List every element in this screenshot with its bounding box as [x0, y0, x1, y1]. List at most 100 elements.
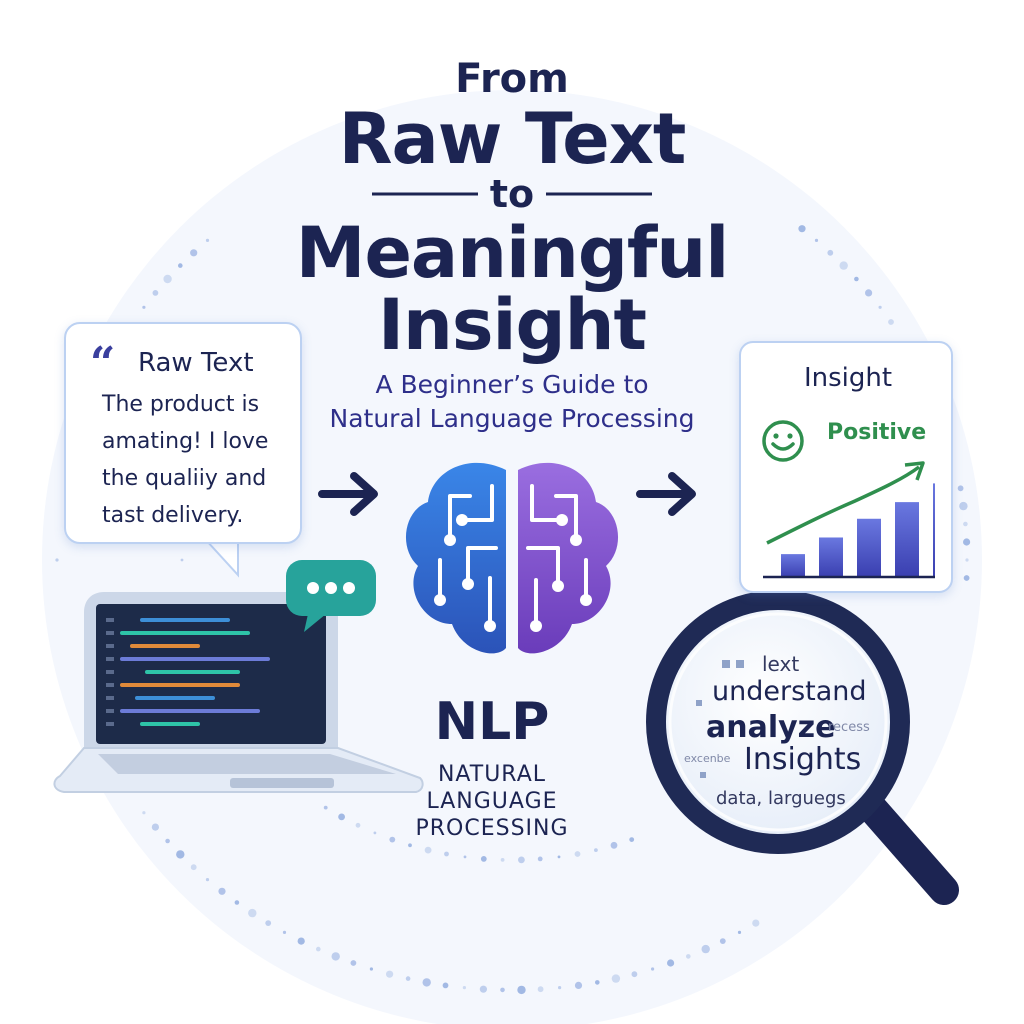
title-to: to [489, 172, 535, 216]
subtitle-line-2: Natural Language Processing [329, 404, 695, 433]
decorative-dot [595, 980, 600, 985]
title-insight: Insight [378, 284, 647, 366]
raw-text-title: Raw Text [138, 348, 254, 378]
raw-text-card: “ Raw Text The product is amating! I lov… [64, 322, 302, 544]
magnifier-word-excenbe: excenbe [684, 752, 731, 765]
title-raw-text: Raw Text [338, 98, 687, 180]
decorative-dot [142, 305, 146, 309]
decorative-dot [610, 841, 618, 849]
decorative-dot [480, 856, 487, 862]
insight-bar [819, 537, 843, 577]
decorative-dot [331, 952, 340, 961]
code-gutter-mark [106, 670, 114, 674]
magnifier-word-lext: lext [762, 652, 800, 676]
decorative-dot [611, 974, 621, 983]
decorative-dot [462, 986, 466, 990]
decorative-dot [218, 887, 226, 895]
nlp-subtitle-language: LANGUAGE [426, 789, 558, 814]
code-line [140, 722, 200, 726]
decorative-dots [55, 225, 971, 995]
nlp-title: NLP [434, 692, 550, 752]
decorative-dot [558, 986, 562, 990]
title-meaningful: Meaningful [295, 212, 729, 294]
decorative-dot [839, 261, 848, 270]
code-gutter-mark [106, 709, 114, 713]
decorative-dot [190, 249, 198, 257]
decorative-dot [537, 986, 544, 993]
decorative-dot [500, 987, 505, 993]
code-gutter-mark [106, 696, 114, 700]
decorative-dot [814, 238, 819, 242]
decorative-dot [323, 805, 328, 810]
decorative-dot [878, 305, 882, 309]
decorative-dot [373, 831, 377, 835]
decorative-dot [965, 558, 969, 562]
decorative-dot [719, 938, 726, 944]
arrow-right-icon [318, 472, 378, 516]
raw-text-body: The product is amating! I love the quali… [102, 392, 269, 528]
brain-circuit-icon [405, 462, 619, 654]
decorative-dot [574, 851, 581, 857]
decorative-dot [594, 848, 598, 852]
decorative-dot [350, 960, 357, 966]
nlp-subtitle-processing: PROCESSING [415, 816, 569, 841]
decorative-dot [500, 858, 505, 862]
decorative-dot [265, 920, 272, 926]
trend-arrowhead [904, 461, 925, 481]
decorative-dot [959, 501, 968, 511]
decorative-dot [651, 967, 655, 971]
decorative-dot [517, 985, 526, 995]
trend-arrow-icon [766, 465, 921, 545]
decorative-dot [667, 959, 675, 967]
chat-bubble-icon [286, 560, 376, 632]
insight-bar [857, 518, 881, 577]
decorative-dot [408, 843, 412, 848]
code-gutter-mark [106, 631, 114, 635]
decorative-dot [389, 836, 396, 843]
code-line [140, 618, 230, 622]
code-gutter-mark [106, 618, 114, 622]
decorative-dot [163, 274, 172, 284]
magnifier-word-recess: recess [828, 720, 870, 735]
code-line [120, 657, 270, 661]
decorative-dot [463, 855, 467, 859]
decorative-dot [424, 846, 432, 854]
decorative-dot [282, 930, 287, 935]
decorative-dot [865, 289, 873, 297]
decorative-dot [178, 263, 183, 268]
magnifier-word-understand: understand [712, 676, 867, 707]
magnifier-word-insights: Insights [744, 742, 862, 777]
decorative-dot [422, 978, 431, 987]
decorative-dot [479, 985, 487, 993]
decorative-dot [442, 982, 449, 989]
insight-card: Insight Positive [739, 341, 953, 593]
decorative-dot [737, 930, 742, 935]
decorative-dot [888, 319, 894, 325]
laptop-icon [53, 592, 424, 793]
decorative-dot [957, 485, 964, 492]
code-line [130, 644, 200, 648]
code-line [120, 631, 250, 635]
decorative-dot [963, 575, 970, 581]
decorative-dot [355, 822, 361, 828]
decorative-dot [701, 944, 710, 954]
insight-title: Insight [803, 363, 893, 393]
decorative-dot [827, 249, 834, 256]
decorative-dot [537, 856, 543, 862]
insight-bar [781, 554, 805, 577]
decorative-dot [142, 811, 146, 815]
quote-icon: “ [90, 338, 116, 389]
decorative-dot [205, 878, 210, 882]
code-gutter-mark [106, 722, 114, 726]
decorative-dot [55, 558, 59, 562]
decorative-dot [405, 976, 411, 981]
decorative-dot [369, 967, 373, 971]
decorative-dot [234, 900, 240, 905]
magnifying-glass-icon [646, 590, 959, 905]
decorative-dot [686, 954, 691, 959]
decorative-dot [963, 521, 968, 527]
insight-bar [895, 502, 919, 577]
decorative-dot [338, 813, 345, 821]
decorative-dot [297, 937, 305, 945]
